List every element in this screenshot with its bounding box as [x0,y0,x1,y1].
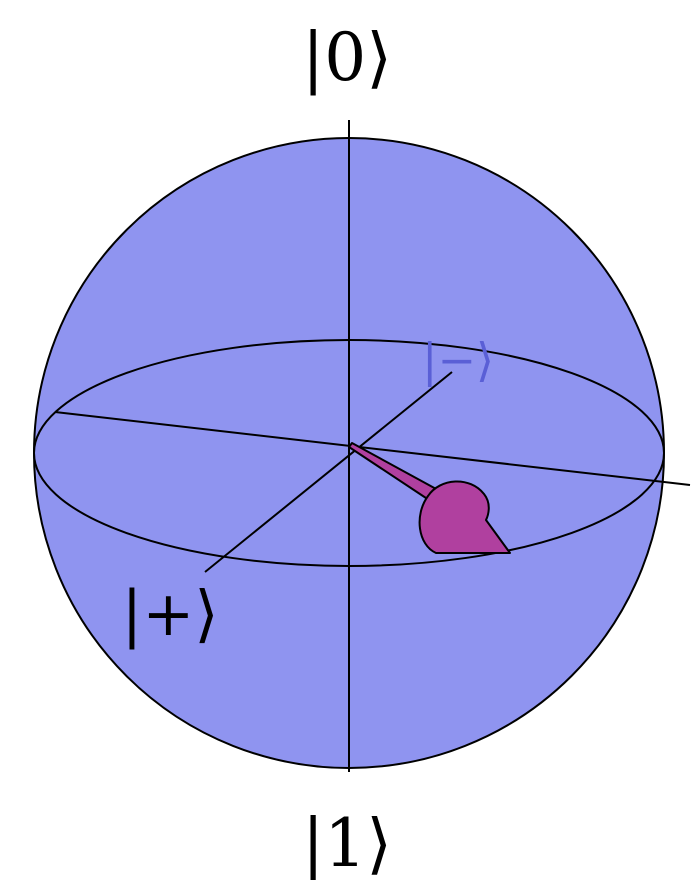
label-ket-plus: |+⟩ [121,577,218,650]
state-vector [348,442,511,554]
label-ket-1: |1⟩ [302,805,392,880]
y-axis [54,411,691,486]
label-ket-minus: |−⟩ [422,333,494,387]
x-axis [204,371,453,573]
label-ket-0: |0⟩ [302,19,392,96]
state-vector-head [418,480,511,554]
